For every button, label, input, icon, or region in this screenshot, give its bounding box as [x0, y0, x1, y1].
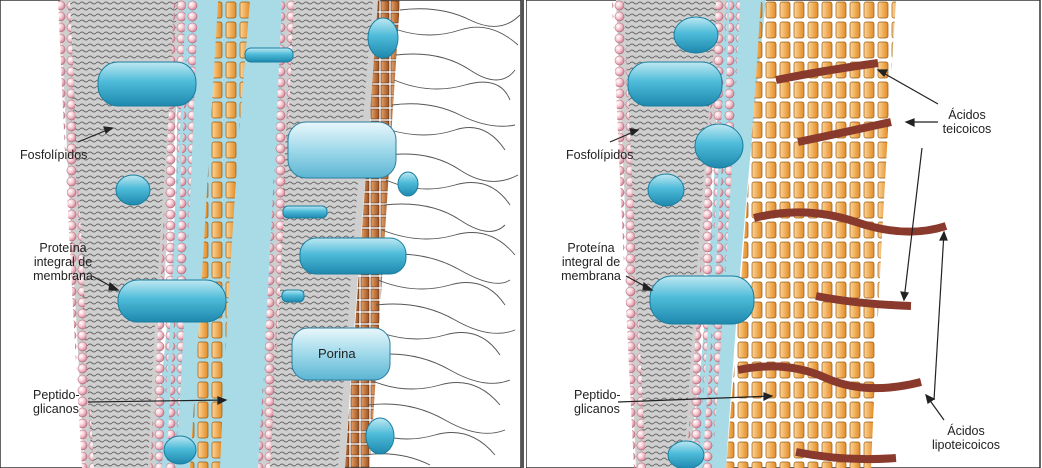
label-teichoic-acids: Ácidos teicoicos: [930, 108, 1004, 136]
membrane-protein-gp: [628, 62, 722, 106]
label-line: Proteína: [22, 241, 104, 255]
label-line: Ácidos: [930, 108, 1004, 122]
peripheral-protein: [116, 175, 150, 205]
label-line: glicanos: [574, 402, 621, 416]
outer-membrane-protein: [300, 238, 406, 274]
label-integral-membrane-protein-gp: Proteína integral de membrana: [550, 241, 632, 283]
label-line: membrana: [22, 269, 104, 283]
label-line: Ácidos: [922, 424, 1010, 438]
integral-membrane-protein: [118, 280, 226, 322]
label-phospholipids: Fosfolípidos: [20, 148, 87, 162]
label-peptidoglycan: Peptido- glicanos: [33, 388, 80, 416]
porin-upper: [288, 122, 396, 178]
label-line: glicanos: [33, 402, 80, 416]
label-porin: Porina: [318, 347, 356, 361]
label-integral-membrane-protein: Proteína integral de membrana: [22, 241, 104, 283]
label-line: lipoteicoicos: [922, 438, 1010, 452]
label-peptidoglycan-gp: Peptido- glicanos: [574, 388, 621, 416]
label-lipoteichoic-acids: Ácidos lipoteicoicos: [922, 424, 1010, 452]
membrane-protein: [98, 62, 196, 106]
label-line: integral de: [22, 255, 104, 269]
panel-divider: [521, 0, 524, 468]
label-line: teicoicos: [930, 122, 1004, 136]
label-line: Peptido-: [574, 388, 621, 402]
label-line: integral de: [550, 255, 632, 269]
label-line: Peptido-: [33, 388, 80, 402]
label-line: membrana: [550, 269, 632, 283]
label-phospholipids-gp: Fosfolípidos: [566, 148, 633, 162]
lipoprotein: [245, 48, 293, 62]
integral-membrane-protein-gp: [650, 276, 754, 324]
label-line: Proteína: [550, 241, 632, 255]
